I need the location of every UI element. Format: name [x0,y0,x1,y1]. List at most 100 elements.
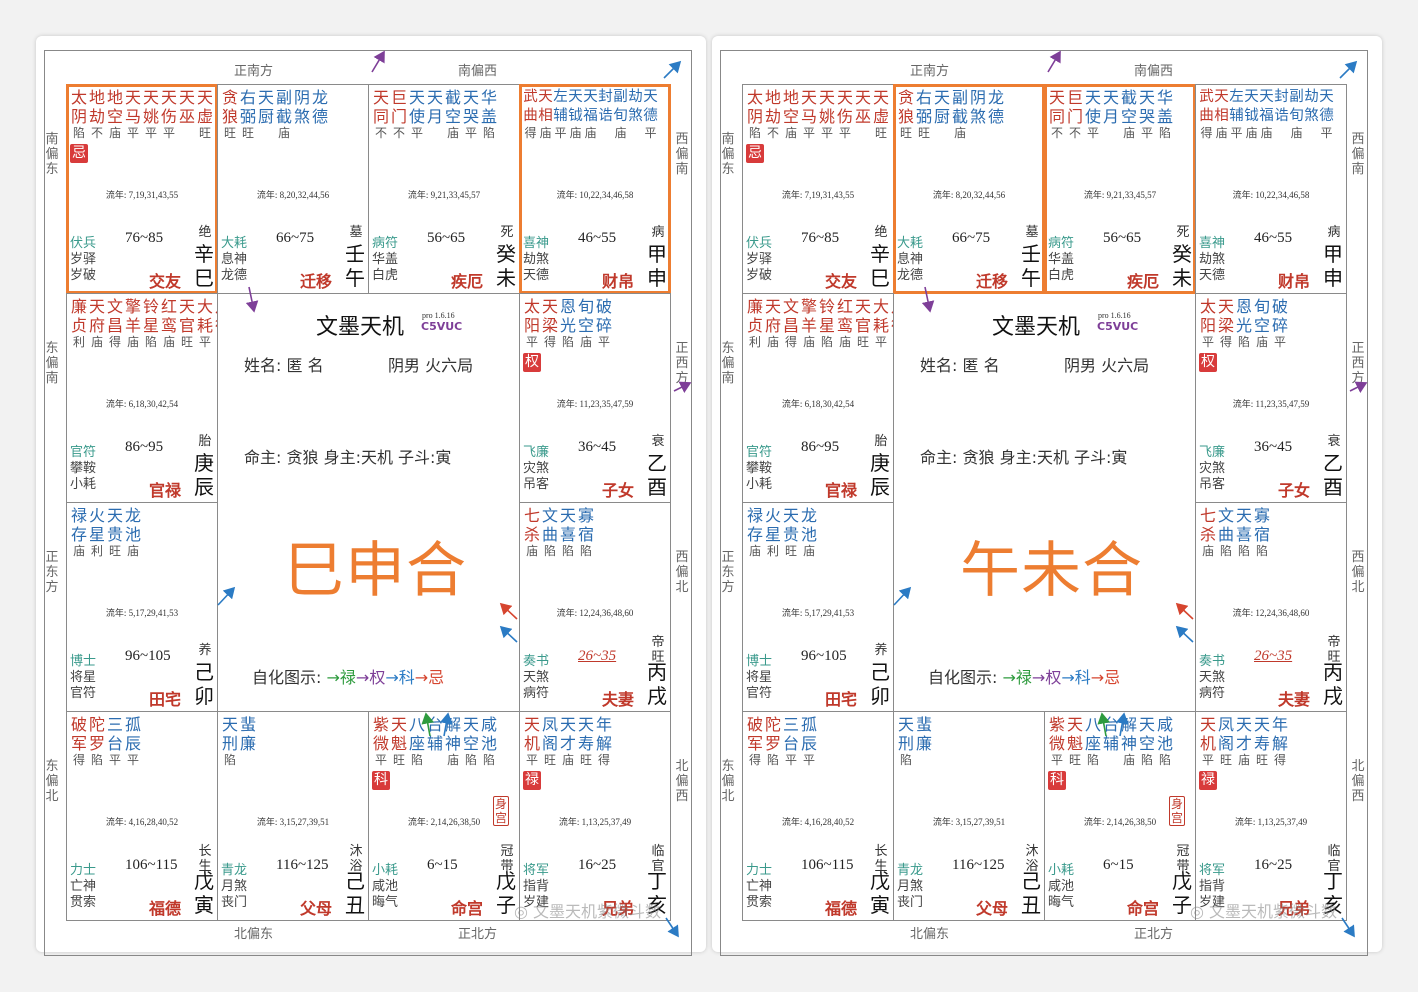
star-column: 咸池陷 [1156,715,1174,768]
palace-name: 田宅 [825,690,858,709]
life-stage: 衰 [651,434,665,449]
star-column: 陀罗陷 [764,715,782,768]
star-brightness: 旺 [874,126,887,140]
spirit-star: 灾煞 [1199,461,1226,476]
heavenly-stem: 戊 [1172,869,1192,893]
palace-cell-shen[interactable]: 武曲得天相庙左辅平天钺庙天福庙封诰副旬庙劫煞天德平流年: 10,22,34,46… [1195,84,1347,294]
star-brightness: 庙 [72,544,85,558]
star-name: 禄 [70,506,87,525]
spirit-stars: 将军指背岁建 [523,863,549,911]
ming-line: 命主: 贪狼 身主:天机 子斗:寅 [920,448,1128,467]
spirit-star: 青龙 [897,863,924,878]
spirit-star: 大耗 [221,236,248,251]
star-column: 天梁得 [541,297,559,350]
spirit-star: 博士 [746,654,773,669]
star-name: 火 [88,506,105,525]
spirit-stars: 力士亡神贯索 [70,863,96,911]
star-group: 破军得陀罗陷三台平孤辰平 [70,715,142,768]
life-stage: 冠带 [1176,844,1190,874]
star-brightness: 得 [1219,335,1232,349]
palace-name: 交友 [825,272,858,291]
star-column: 天虚旺 [196,88,214,141]
palace-cell-si[interactable]: 太阴陷地劫不地空庙天马平天姚平天伤平天巫天虚旺忌流年: 7,19,31,43,5… [66,84,218,294]
star-column: 天姚平 [818,88,836,141]
star-name: 空 [577,316,594,335]
star-brightness: 得 [72,753,85,767]
spirit-star: 将军 [1199,863,1226,878]
heavenly-stem: 癸 [1172,242,1192,266]
star-name: 右 [239,88,256,107]
spirit-star: 奏书 [1199,654,1226,669]
decade-age-range: 96~105 [125,648,171,664]
star-name: 盖 [480,107,497,126]
palace-cell-chen[interactable]: 廉贞利天府庙文昌得擎羊庙铃星陷红鸾庙天官旺大耗平月德流年: 6,18,30,42… [742,293,894,503]
direction-label: 正北方 [1134,927,1174,942]
star-brightness: 庙 [277,126,290,140]
star-brightness: 得 [524,126,537,140]
star-name: 阁 [1217,734,1234,753]
gender-label: 阴男 火六局 [1064,356,1150,375]
star-name: 辅 [1229,108,1244,124]
star-name: 龙 [311,88,328,107]
star-name: 旬 [577,297,594,316]
star-name: 官 [854,316,871,335]
star-name: 碎 [1271,316,1288,335]
star-column: 天同不 [372,88,390,141]
spirit-star: 奏书 [523,654,550,669]
star-name: 池 [480,734,497,753]
star-brightness: 平 [374,753,387,767]
chart-frame [720,50,1368,956]
flow-years: 流年: 2,14,26,38,50 [1083,817,1157,827]
palace-cell-zi[interactable]: 紫微平天魁旺八座陷台辅解神庙天空陷咸池陷科身宫流年: 2,14,26,38,50… [1044,711,1196,921]
star-name: 天 [538,89,553,105]
star-brightness: 不 [766,126,779,140]
star-name: 光 [1235,316,1252,335]
star-name: 贞 [746,316,763,335]
palace-cell-chen[interactable]: 廉贞利天府庙文昌得擎羊庙铃星陷红鸾庙天官旺大耗平月德流年: 6,18,30,42… [66,293,218,503]
spirit-star: 小耗 [372,863,399,878]
star-name: 寡 [577,506,594,525]
palace-cell-zi[interactable]: 紫微平天魁旺八座陷台辅解神庙天空陷咸池陷科身宫流年: 2,14,26,38,50… [368,711,520,921]
star-name: 虚 [196,107,213,126]
star-name: 七 [523,506,540,525]
star-column: 天巫 [854,88,872,141]
star-column: 铃星陷 [142,297,160,350]
flow-years: 流年: 10,22,34,46,58 [556,190,634,200]
transform-badge: 忌 [70,144,88,163]
flow-years: 流年: 8,20,32,44,56 [256,190,330,200]
palace-name: 福德 [825,899,858,918]
spirit-star: 岁破 [746,268,773,283]
star-column: 天使平 [1084,88,1102,141]
spirit-star: 劫煞 [1199,252,1226,267]
life-stage: 临官 [1327,844,1341,874]
star-column: 天马平 [124,88,142,141]
decade-age-range: 76~85 [801,230,840,246]
star-name: 使 [408,107,425,126]
palace-cell-si[interactable]: 太阴陷地劫不地空庙天马平天姚平天伤平天巫天虚旺忌流年: 7,19,31,43,5… [742,84,894,294]
star-name: 姚 [818,107,835,126]
star-name: 府 [764,316,781,335]
star-brightness: 平 [802,753,815,767]
star-name: 才 [559,734,576,753]
star-name: 使 [1084,107,1101,126]
palace-cell-shen[interactable]: 武曲得天相庙左辅平天钺庙天福庙封诰副旬庙劫煞天德平流年: 10,22,34,46… [519,84,671,294]
star-brightness: 旺 [1068,753,1081,767]
palace-name: 夫妻 [602,690,635,709]
star-name: 门 [1066,107,1083,126]
